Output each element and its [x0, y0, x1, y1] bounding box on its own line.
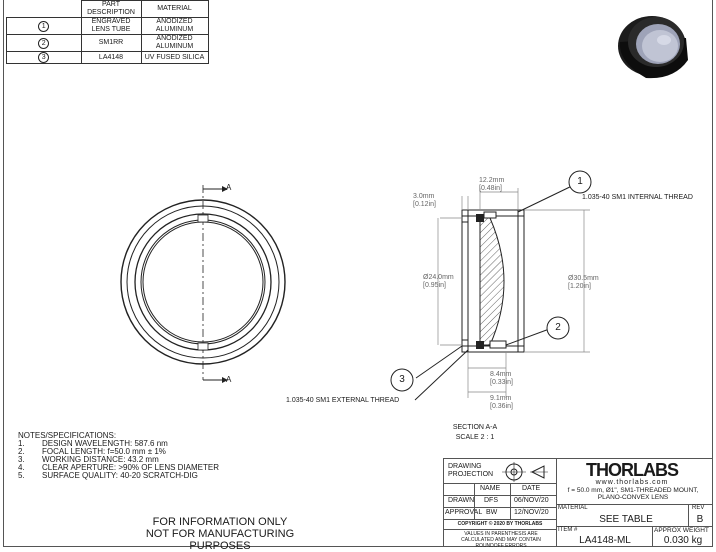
drawn-name: DFS	[484, 497, 498, 504]
disclaimer-line-1: FOR INFORMATION ONLY	[152, 516, 288, 528]
dim-inner-diameter: Ø24.0mm[0.95in]	[423, 274, 454, 289]
parenthesis-note: VALUES IN PARENTHESIS ARE CALCULATED AND…	[461, 531, 541, 549]
name-header: NAME	[480, 485, 501, 492]
callout-1-label: 1	[577, 176, 583, 187]
weight-label: APPROX WEIGHT	[654, 527, 709, 534]
dim-left-thread: 3.0mm[0.12in]	[413, 193, 436, 208]
parts-row: 2 SM1RR ANODIZED ALUMINUM	[6, 34, 209, 52]
dim-bottom-2: 9.1mm[0.36in]	[490, 395, 513, 410]
part-description: ENGRAVED LENS TUBE	[80, 17, 142, 35]
projection-label: DRAWING PROJECTION	[448, 463, 494, 478]
section-view-drawing	[390, 170, 592, 401]
approval-name: BW	[486, 509, 498, 516]
notes-item: 2.FOCAL LENGTH: f=50.0 mm ± 1%	[18, 447, 166, 456]
drawn-date: 06/NOV/20	[514, 497, 549, 504]
product-description: f = 50.0 mm, Ø1", SM1-THREADED MOUNT, PL…	[567, 487, 699, 501]
disclaimer-line-2: NOT FOR MANUFACTURING PURPOSES	[145, 528, 295, 552]
material-label: MATERIAL	[558, 505, 588, 511]
notes-item: 1.DESIGN WAVELENGTH: 587.6 nm	[18, 439, 168, 448]
front-view-drawing	[120, 185, 286, 383]
section-marker-bottom: A	[226, 375, 232, 384]
part-number-badge: 1	[38, 20, 50, 32]
parts-header-material: MATERIAL	[140, 0, 209, 18]
notes-item: 5.SURFACE QUALITY: 40-20 SCRATCH-DIG	[18, 471, 198, 480]
title-block: DRAWING PROJECTION NAME DATE DRAWN DFS 0…	[443, 458, 712, 549]
callout-3-label: 3	[399, 374, 405, 385]
item-label: ITEM #	[558, 527, 578, 533]
drawn-label: DRAWN	[448, 497, 475, 504]
part-description: LA4148	[80, 51, 142, 64]
dim-outer-diameter: Ø30.5mm[1.20in]	[568, 275, 599, 290]
product-render-image	[618, 16, 688, 79]
part-material: ANODIZED ALUMINUM	[140, 34, 209, 52]
item-value: LA4148-ML	[579, 535, 631, 546]
callout-2-label: 2	[555, 322, 561, 333]
notes-title: NOTES/SPECIFICATIONS:	[18, 431, 117, 440]
rev-value: B	[696, 514, 704, 525]
external-thread-label: 1.035-40 SM1 EXTERNAL THREAD	[286, 397, 400, 404]
part-number-badge: 2	[38, 37, 50, 49]
section-label: SECTION A-A	[452, 424, 498, 431]
parts-row: 3 LA4148 UV FUSED SILICA	[6, 51, 209, 64]
dim-bottom-1: 8.4mm[0.33in]	[490, 371, 513, 386]
section-scale: SCALE 2 : 1	[455, 434, 495, 441]
part-material: ANODIZED ALUMINUM	[140, 17, 209, 35]
projection-symbol-icon	[502, 462, 548, 482]
dim-top-width: 12.2mm[0.48in]	[479, 177, 505, 192]
parts-header-description: PART DESCRIPTION	[80, 0, 142, 18]
notes-item: 3.WORKING DISTANCE: 43.2 mm	[18, 455, 159, 464]
section-marker-top: A	[226, 183, 232, 192]
thorlabs-logo: THORLABS	[586, 460, 679, 480]
website: www.thorlabs.com	[595, 479, 669, 486]
approval-label: APPROVAL	[445, 509, 483, 516]
part-description: SM1RR	[80, 34, 142, 52]
parts-table: PART DESCRIPTION MATERIAL 1 ENGRAVED LEN…	[6, 0, 209, 64]
section-caption: SECTION A-A SCALE 2 : 1	[430, 423, 520, 443]
copyright: COPYRIGHT © 2020 BY THORLABS	[457, 521, 543, 527]
weight-value: 0.030 kg	[663, 535, 703, 546]
part-material: UV FUSED SILICA	[140, 51, 209, 64]
rev-label: REV	[692, 505, 705, 511]
date-header: DATE	[522, 485, 541, 492]
internal-thread-label: 1.035-40 SM1 INTERNAL THREAD	[582, 194, 693, 201]
drawing-frame	[3, 0, 713, 547]
approval-date: 12/NOV/20	[514, 509, 549, 516]
part-number-badge: 3	[38, 52, 50, 63]
parts-row: 1 ENGRAVED LENS TUBE ANODIZED ALUMINUM	[6, 17, 209, 35]
notes-item: 4.CLEAR APERTURE: >90% OF LENS DIAMETER	[18, 463, 220, 472]
notes-block: NOTES/SPECIFICATIONS: 1.DESIGN WAVELENGT…	[18, 432, 219, 480]
material-value: SEE TABLE	[599, 514, 653, 525]
